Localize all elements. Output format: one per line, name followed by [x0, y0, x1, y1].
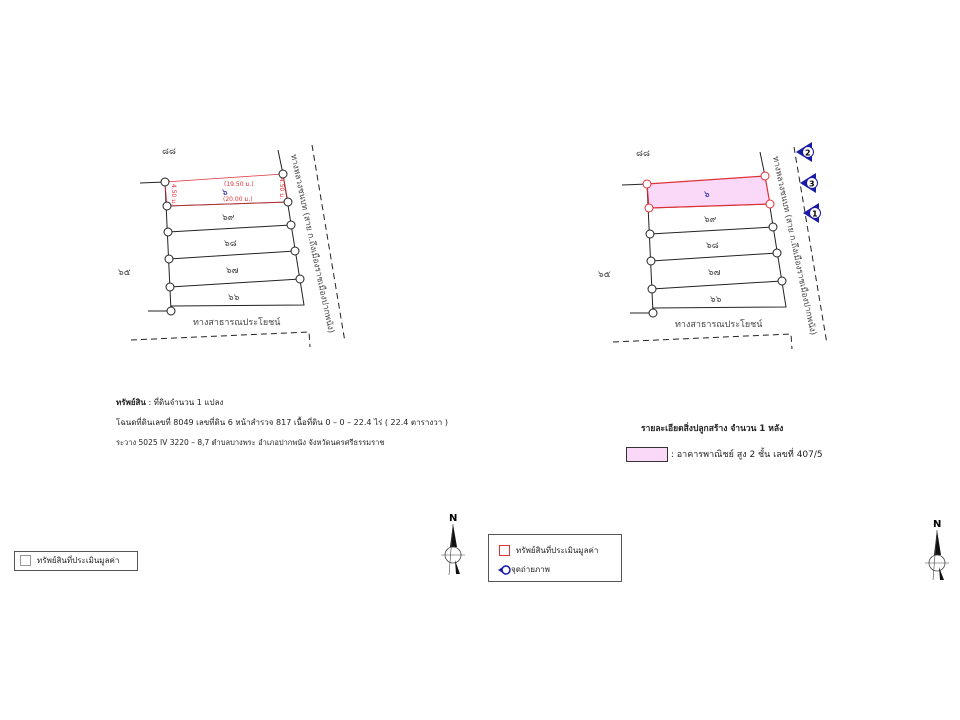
property-deed: โฉนดที่ดินเลขที่ 8049 เลขที่ดิน 6 หน้าสำ… — [116, 418, 448, 427]
plot-label: ๖๙ — [222, 213, 235, 223]
plot-label: ๖๙ — [704, 215, 717, 225]
svg-text:N: N — [449, 513, 457, 524]
plot-label: ๖๘ — [706, 241, 719, 251]
building-description: : อาคารพาณิชย์ สูง 2 ชั้น เลขที่ 407/5 — [670, 450, 823, 460]
road-bottom-label: ทางสาธารณประโยชน์ — [675, 318, 763, 330]
legend-right: ทรัพย์สินที่ประเมินมูลค่า จุดถ่ายภาพ — [488, 534, 622, 582]
plot-label: ๖๖ — [710, 295, 722, 305]
plot-label: ๖๖ — [228, 293, 240, 303]
legend-item-photo: จุดถ่ายภาพ — [497, 563, 550, 576]
dim-top: (19.50 ม.) — [224, 181, 254, 188]
assessed-property-swatch — [20, 555, 31, 566]
legend-left: ทรัพย์สินที่ประเมินมูลค่า — [14, 551, 138, 571]
left-site-map: ๘๘ ๖๕ (19.50 ม.) (20.00 ม.) 4.50 ม. 4.50… — [118, 144, 346, 348]
property-count: : ที่ดินจำนวน 1 แปลง — [148, 398, 224, 407]
neighbor-left-label: ๖๕ — [598, 270, 611, 280]
building-legend-item: : อาคารพาณิชย์ สูง 2 ชั้น เลขที่ 407/5 — [626, 447, 823, 462]
property-title: ทรัพย์สิน — [116, 398, 146, 407]
assessed-property-swatch — [499, 545, 510, 556]
neighbor-top-label: ๘๘ — [162, 147, 176, 157]
camera-point-2[interactable]: 2 — [796, 142, 814, 162]
svg-text:2: 2 — [805, 149, 811, 158]
boundary-markers — [160, 169, 293, 211]
plot-label: ๖๗ — [708, 268, 721, 278]
building-swatch — [626, 447, 668, 462]
north-arrow-icon: N — [441, 513, 465, 576]
road-right-label: ทางหลวงชนบท (สาย ก.ถึงเมืองราชเมืองปากพน… — [288, 153, 337, 334]
camera-point-3[interactable]: 3 — [800, 173, 818, 193]
plot-label: ๖ — [704, 190, 710, 200]
svg-text:3: 3 — [809, 180, 815, 189]
property-location: ระวาง 5025 IV 3220 – 8,7 ตำบลบางพระ อำเภ… — [116, 438, 385, 447]
property-summary: ทรัพย์สิน : ที่ดินจำนวน 1 แปลง — [116, 396, 223, 409]
svg-text:1: 1 — [812, 210, 818, 219]
svg-text:N: N — [933, 519, 941, 530]
legend-label: ทรัพย์สินที่ประเมินมูลค่า — [516, 546, 599, 555]
boundary-markers — [642, 171, 775, 213]
dim-left: 4.50 ม. — [170, 184, 177, 205]
camera-point-1[interactable]: 1 — [803, 203, 821, 223]
plot-label: ๖๗ — [226, 266, 239, 276]
dim-bottom: (20.00 ม.) — [223, 196, 253, 203]
camera-point-icon — [498, 564, 511, 575]
dim-right: 4.50 ม. — [278, 178, 285, 199]
plot-label: ๖๘ — [224, 239, 237, 249]
legend-item-assessed: ทรัพย์สินที่ประเมินมูลค่า — [499, 544, 598, 557]
plot-label: ๖ — [222, 188, 228, 198]
road-bottom-label: ทางสาธารณประโยชน์ — [193, 316, 281, 328]
right-site-map: ๘๘ ๖๕ ๖ ๖๙ ๖๘ ๖๗ ๖๖ ทางสาธารณประโยชน์ ทา… — [598, 142, 828, 350]
legend-label: จุดถ่ายภาพ — [511, 565, 550, 574]
legend-label: ทรัพย์สินที่ประเมินมูลค่า — [37, 556, 120, 565]
neighbor-left-label: ๖๕ — [118, 268, 131, 278]
north-arrow-icon: N — [925, 519, 949, 581]
neighbor-top-label: ๘๘ — [636, 149, 650, 159]
buildings-title: รายละเอียดสิ่งปลูกสร้าง จำนวน 1 หลัง — [641, 424, 784, 434]
